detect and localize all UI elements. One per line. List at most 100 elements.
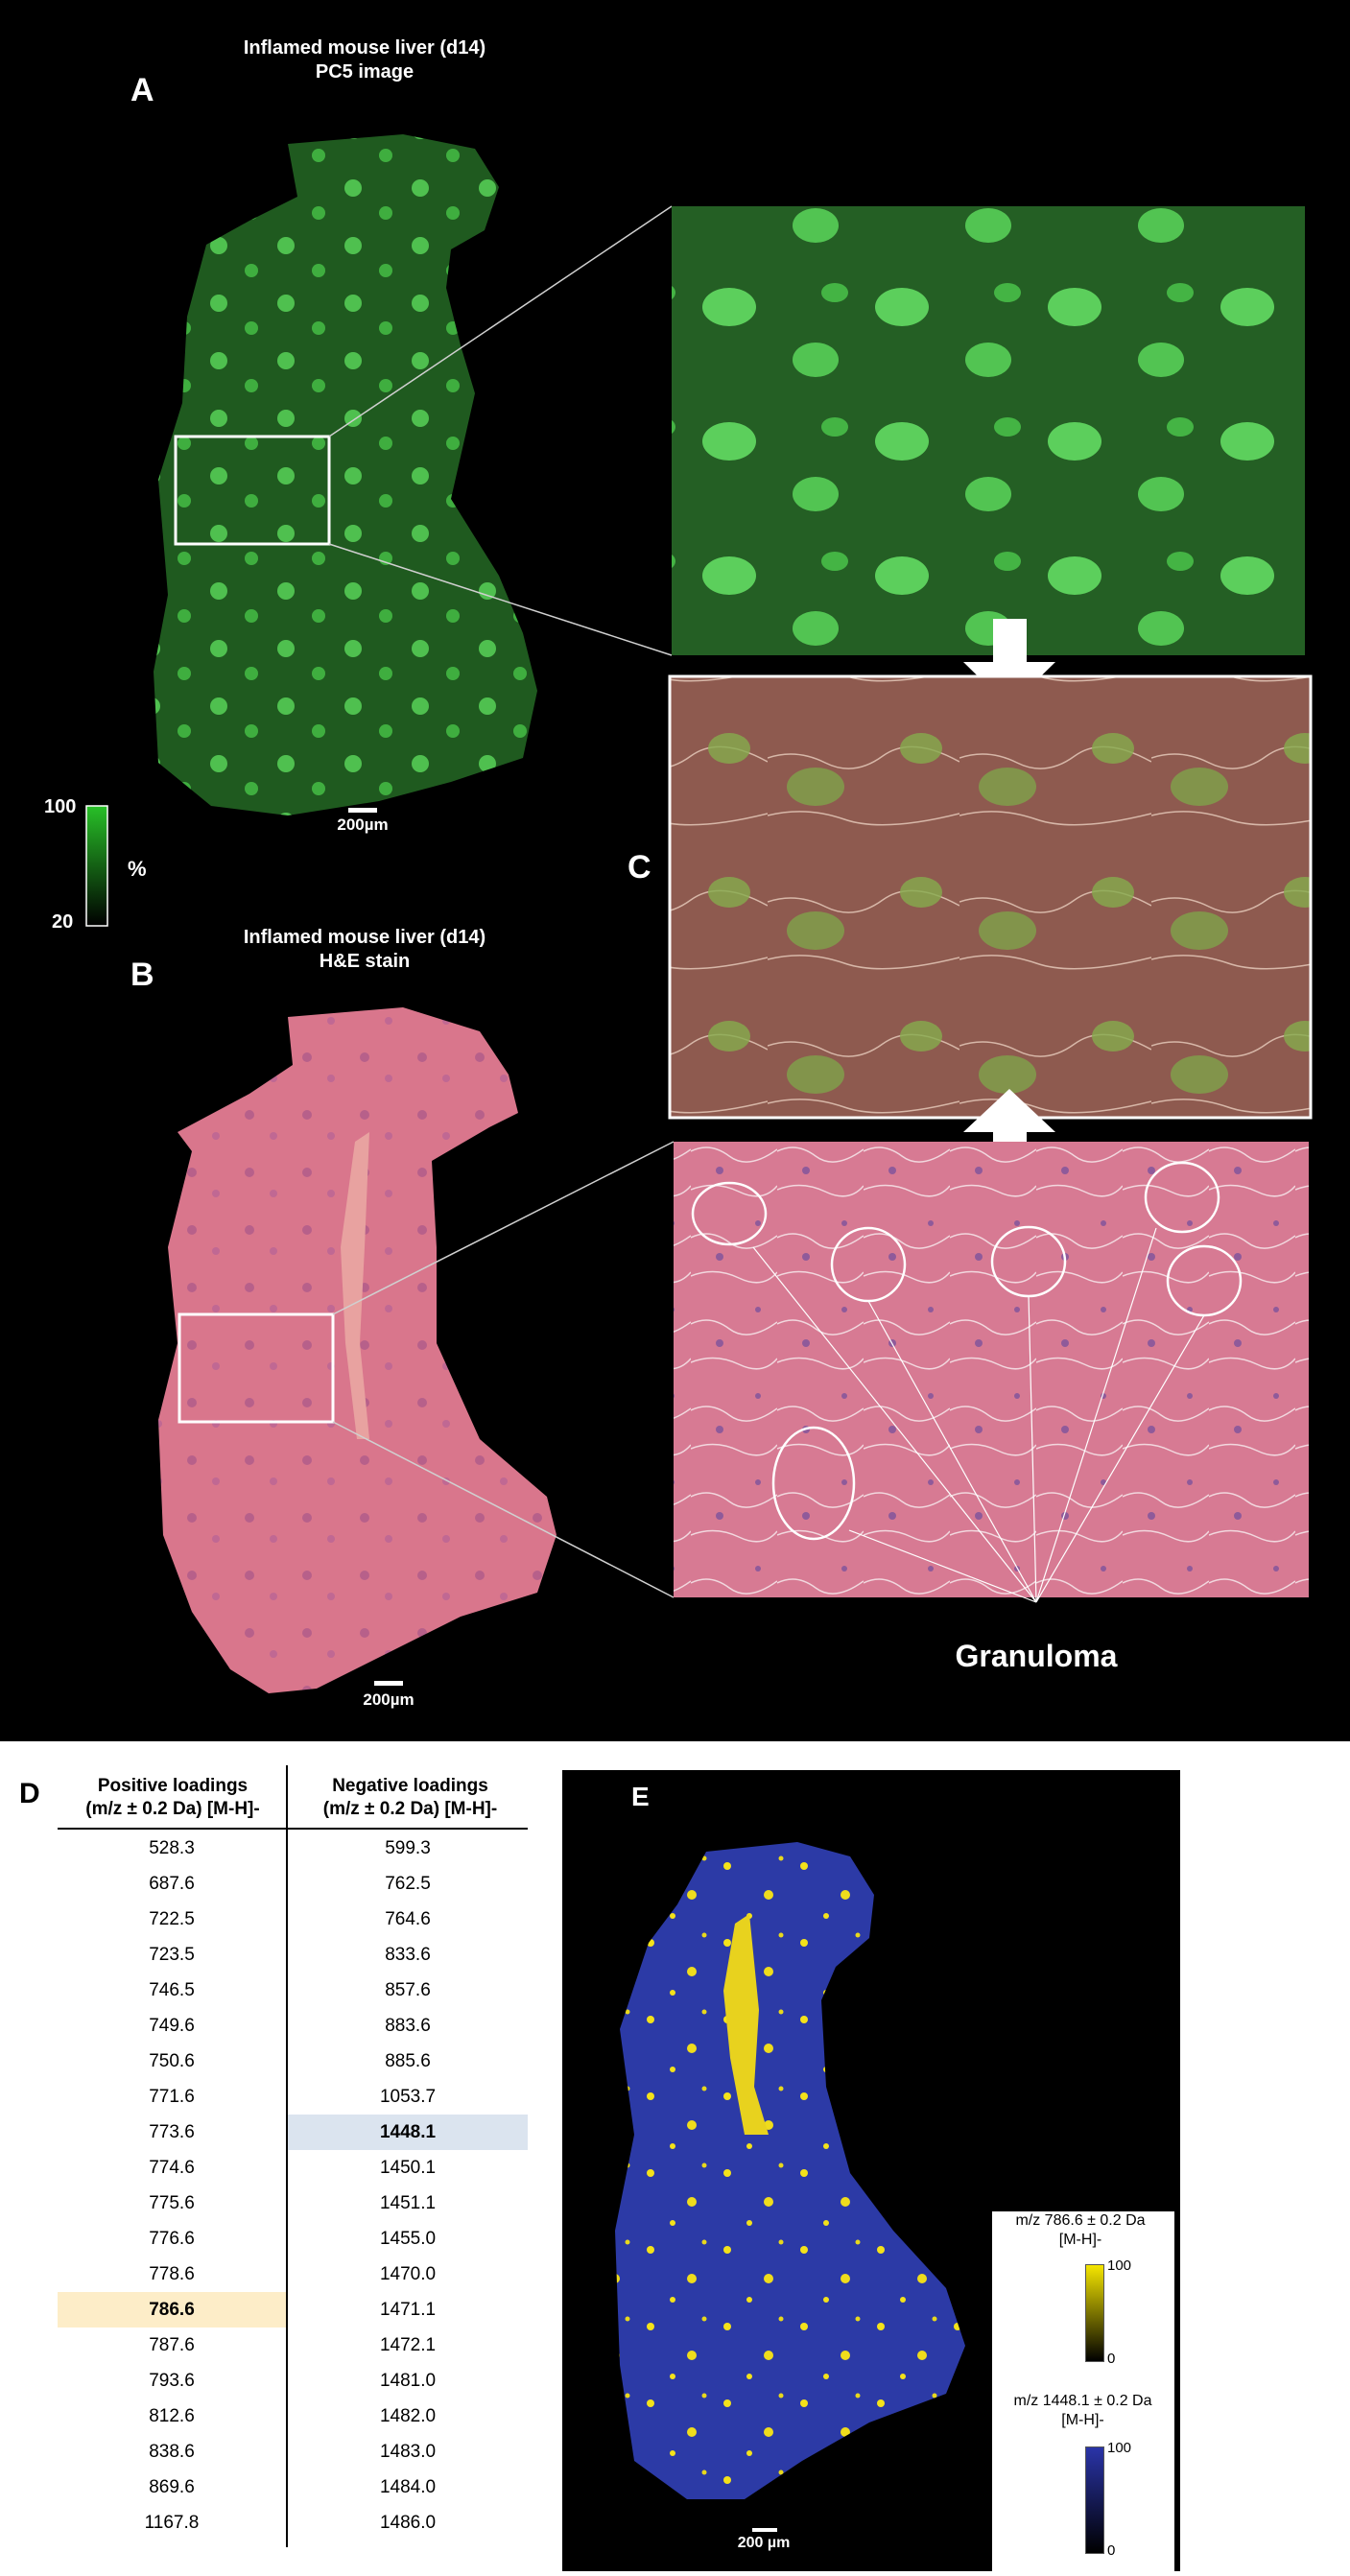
scalebar-e-label: 200 µm xyxy=(737,2535,791,2551)
scalebar-e xyxy=(752,2528,777,2532)
table-row: 787.6 1472.1 xyxy=(58,2328,528,2363)
panel-e-image: E 200 µm m/z 786.6 ± 0.2 Da [M-H]- 100 0… xyxy=(562,1770,1180,2576)
positive-loading-cell: 749.6 xyxy=(149,2016,195,2036)
zoom-line xyxy=(332,1141,675,1315)
roi-box-b xyxy=(178,1312,335,1424)
panel-b-title: Inflamed mouse liver (d14) H&E stain xyxy=(243,927,486,972)
zoom-line xyxy=(328,205,673,437)
down-arrow xyxy=(963,619,1055,707)
legend1-min: 0 xyxy=(1107,2351,1116,2367)
negative-loading-cell: 599.3 xyxy=(385,1838,431,1858)
granuloma-circle xyxy=(1144,1161,1220,1234)
negative-loading-cell: 857.6 xyxy=(385,1980,431,2000)
legend2-title: m/z 1448.1 ± 0.2 Da [M-H]- xyxy=(1013,2393,1152,2428)
positive-loading-cell: 750.6 xyxy=(149,2051,195,2071)
negative-loading-cell: 1451.1 xyxy=(379,2193,437,2213)
he-zoom-image xyxy=(674,1142,1309,1597)
colorbar-unit: % xyxy=(128,857,147,881)
negative-loading-cell: 1470.0 xyxy=(379,2264,437,2284)
zoom-line xyxy=(328,543,673,656)
panel-b-letter: B xyxy=(130,957,154,993)
positive-loading-cell: 774.6 xyxy=(149,2158,195,2178)
legend1-title: m/z 786.6 ± 0.2 Da [M-H]- xyxy=(1015,2212,1146,2248)
table-row: 774.6 1450.1 xyxy=(58,2150,528,2186)
table-row: 528.3 599.3 xyxy=(58,1831,528,1866)
positive-loading-cell: 775.6 xyxy=(149,2193,195,2213)
table-row: 838.6 1483.0 xyxy=(58,2434,528,2470)
ion-image-vessel xyxy=(723,1914,769,2135)
panel-a-title: Inflamed mouse liver (d14) PC5 image xyxy=(243,37,486,83)
table-row: 773.6 1448.1 xyxy=(58,2115,528,2150)
positive-loading-cell: 869.6 xyxy=(149,2477,195,2497)
negative-loading-cell: 1450.1 xyxy=(379,2158,437,2178)
scalebar-a xyxy=(348,808,377,813)
positive-loading-cell: 787.6 xyxy=(149,2335,195,2355)
negative-loading-cell: 1448.1 xyxy=(288,2115,528,2150)
ion-image-tissue xyxy=(615,1842,965,2499)
colorbar-green xyxy=(85,805,108,927)
positive-loading-cell: 776.6 xyxy=(149,2229,195,2249)
legend1-colorbar xyxy=(1085,2264,1104,2362)
legend2-min: 0 xyxy=(1107,2542,1116,2559)
positive-loading-cell: 793.6 xyxy=(149,2371,195,2391)
overlay-image xyxy=(668,674,1313,1120)
legend2-max: 100 xyxy=(1107,2440,1132,2456)
positive-loading-cell: 773.6 xyxy=(149,2122,195,2142)
he-vessel xyxy=(341,1132,369,1439)
panel-e-artwork xyxy=(615,1842,965,2499)
positive-loading-cell: 687.6 xyxy=(149,1874,195,1894)
colorbar-min: 20 xyxy=(52,911,74,933)
table-row: 687.6 762.5 xyxy=(58,1866,528,1902)
figure-panel-abc: Inflamed mouse liver (d14) PC5 image A 2… xyxy=(0,0,1350,1741)
panel-e-letter: E xyxy=(631,1782,650,1811)
pc5-zoom-image xyxy=(672,206,1305,655)
positive-loading-cell: 723.5 xyxy=(149,1945,195,1965)
granuloma-circle xyxy=(691,1181,768,1246)
negative-loading-cell: 1472.1 xyxy=(379,2335,437,2355)
positive-loading-cell: 771.6 xyxy=(149,2087,195,2107)
negative-loading-cell: 1486.0 xyxy=(379,2513,437,2533)
legend1-max: 100 xyxy=(1107,2257,1132,2274)
zoom-line xyxy=(332,1421,675,1598)
negative-loading-cell: 1483.0 xyxy=(379,2442,437,2462)
negative-loading-cell: 833.6 xyxy=(385,1945,431,1965)
granuloma-pointers xyxy=(752,1227,1205,1603)
scalebar-b xyxy=(374,1681,403,1686)
table-row: 723.5 833.6 xyxy=(58,1937,528,1973)
column-divider xyxy=(286,1765,288,2547)
pc5-tissue-image xyxy=(154,134,537,815)
positive-loading-cell: 722.5 xyxy=(149,1909,195,1929)
negative-loading-cell: 1482.0 xyxy=(379,2406,437,2426)
negative-loading-cell: 1471.1 xyxy=(379,2300,437,2320)
table-row: 749.6 883.6 xyxy=(58,2008,528,2044)
granuloma-label: Granuloma xyxy=(955,1639,1118,1673)
positive-loading-cell: 528.3 xyxy=(149,1838,195,1858)
positive-loading-cell: 838.6 xyxy=(149,2442,195,2462)
granuloma-circle xyxy=(771,1426,856,1541)
up-arrow xyxy=(963,1089,1055,1172)
legend-area xyxy=(992,2211,1174,2576)
negative-loading-cell: 762.5 xyxy=(385,1874,431,1894)
table-row: 722.5 764.6 xyxy=(58,1902,528,1937)
col2-header: Negative loadings (m/z ± 0.2 Da) [M-H]- xyxy=(322,1776,498,1819)
figure-artwork xyxy=(85,134,1313,1693)
panel-a-letter: A xyxy=(130,72,154,108)
table-row: 771.6 1053.7 xyxy=(58,2079,528,2115)
table-row: 869.6 1484.0 xyxy=(58,2470,528,2505)
negative-loading-cell: 1484.0 xyxy=(379,2477,437,2497)
scalebar-b-label: 200µm xyxy=(363,1690,414,1709)
table-row: 775.6 1451.1 xyxy=(58,2186,528,2221)
negative-loading-cell: 883.6 xyxy=(385,2016,431,2036)
negative-loading-cell: 764.6 xyxy=(385,1909,431,1929)
negative-loading-cell: 1053.7 xyxy=(379,2087,437,2107)
scalebar-a-label: 200µm xyxy=(337,815,389,834)
panel-d-letter: D xyxy=(19,1778,40,1809)
